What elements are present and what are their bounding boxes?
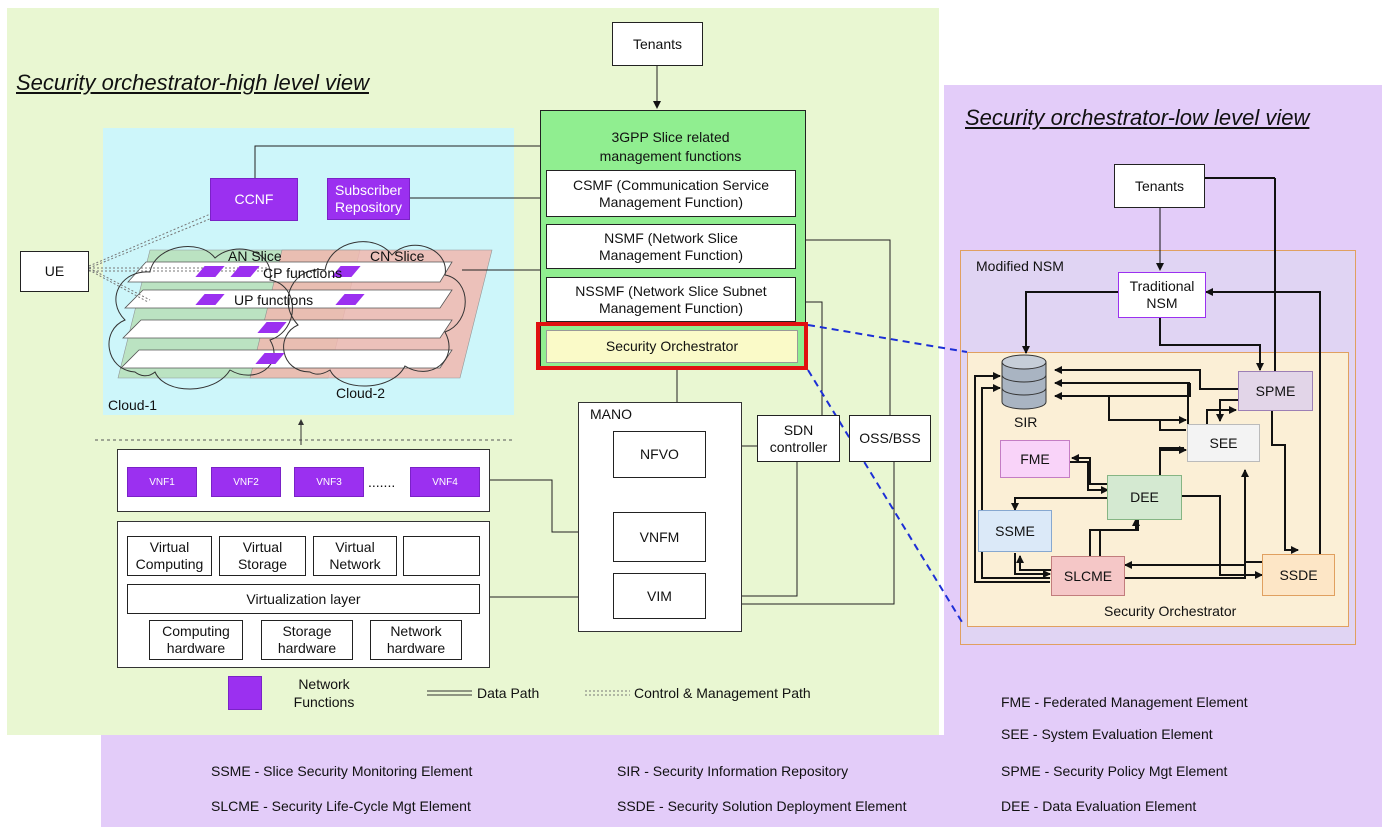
cn-slice-label: CN Slice: [370, 248, 425, 264]
low-level-title: Security orchestrator-low level view: [965, 105, 1310, 130]
vnf-ellipsis: .......: [368, 474, 396, 490]
storage-hardware-box: Storage hardware: [261, 620, 353, 660]
cloud-1-label: Cloud-1: [108, 397, 158, 413]
abbrev-fme: FME - Federated Management Element: [1001, 694, 1248, 710]
legend-control-path: Control & Management Path: [634, 685, 811, 701]
spme-box: SPME: [1238, 371, 1313, 411]
ccnf-box: CCNF: [210, 178, 298, 221]
legend-nf-swatch: [228, 676, 262, 710]
virtualization-layer-box: Virtualization layer: [127, 584, 480, 614]
abbrev-see: SEE - System Evaluation Element: [1001, 726, 1213, 742]
dee-box: DEE: [1107, 475, 1182, 520]
computing-hardware-box: Computing hardware: [149, 620, 243, 660]
nfvo-box: NFVO: [613, 431, 706, 478]
traditional-nsm-box: Traditional NSM: [1118, 272, 1206, 318]
vnf3-block: VNF3: [294, 467, 364, 497]
modified-nsm-label: Modified NSM: [976, 258, 1064, 274]
csmf-box: CSMF (Communication Service Management F…: [546, 170, 796, 217]
abbrev-ssme: SSME - Slice Security Monitoring Element: [211, 763, 473, 779]
tenants-box: Tenants: [612, 22, 703, 66]
nsmf-box: NSMF (Network Slice Management Function): [546, 224, 796, 269]
vnfm-box: VNFM: [613, 512, 706, 562]
low-tenants-box: Tenants: [1114, 164, 1205, 208]
ssme-box: SSME: [978, 510, 1052, 552]
fme-box: FME: [1000, 440, 1070, 478]
oss-bss-box: OSS/BSS: [849, 415, 931, 462]
sir-label: SIR: [1014, 414, 1038, 430]
cloud-2-label: Cloud-2: [336, 385, 386, 401]
slice-management-title: 3GPP Slice related management functions: [599, 129, 742, 164]
up-functions-label: UP functions: [234, 292, 314, 308]
nssmf-box: NSSMF (Network Slice Subnet Management F…: [546, 277, 796, 322]
network-hardware-box: Network hardware: [370, 620, 462, 660]
ssde-box: SSDE: [1262, 554, 1335, 596]
subscriber-repository-box: Subscriber Repository: [327, 178, 410, 220]
security-orchestrator-box: Security Orchestrator: [546, 330, 798, 363]
vim-box: VIM: [613, 573, 706, 619]
see-box: SEE: [1187, 424, 1260, 462]
an-slice-label: AN Slice: [228, 248, 282, 264]
ue-box: UE: [20, 251, 89, 292]
high-level-title: Security orchestrator-high level view: [16, 70, 369, 95]
abbrev-ssde: SSDE - Security Solution Deployment Elem…: [617, 798, 907, 814]
cloud-2-shape: [283, 241, 466, 387]
vnf1-block: VNF1: [127, 467, 197, 497]
slcme-box: SLCME: [1051, 556, 1125, 596]
cloud-1-shape: [108, 246, 293, 390]
virtual-network-box: Virtual Network: [313, 536, 397, 576]
abbrev-sir: SIR - Security Information Repository: [617, 763, 849, 779]
security-orchestrator-highlight: [536, 322, 808, 370]
cp-functions-label: CP functions: [263, 265, 343, 281]
vnf2-block: VNF2: [211, 467, 281, 497]
virtual-empty-box: [403, 536, 480, 576]
sdn-controller-box: SDN controller: [757, 415, 840, 462]
abbrev-slcme: SLCME - Security Life-Cycle Mgt Element: [211, 798, 471, 814]
legend-data-path: Data Path: [477, 685, 540, 701]
mano-label: MANO: [590, 406, 632, 422]
virtual-storage-box: Virtual Storage: [219, 536, 306, 576]
legend-line-samples: [427, 690, 630, 696]
abbrev-dee: DEE - Data Evaluation Element: [1001, 798, 1197, 814]
abbrev-spme: SPME - Security Policy Mgt Element: [1001, 763, 1228, 779]
low-security-orchestrator-label: Security Orchestrator: [1104, 603, 1237, 619]
virtual-computing-box: Virtual Computing: [127, 536, 212, 576]
vnf4-block: VNF4: [410, 467, 480, 497]
legend-nf-label: Network Functions: [293, 676, 355, 710]
abbreviation-panel-bg: [101, 735, 1382, 827]
